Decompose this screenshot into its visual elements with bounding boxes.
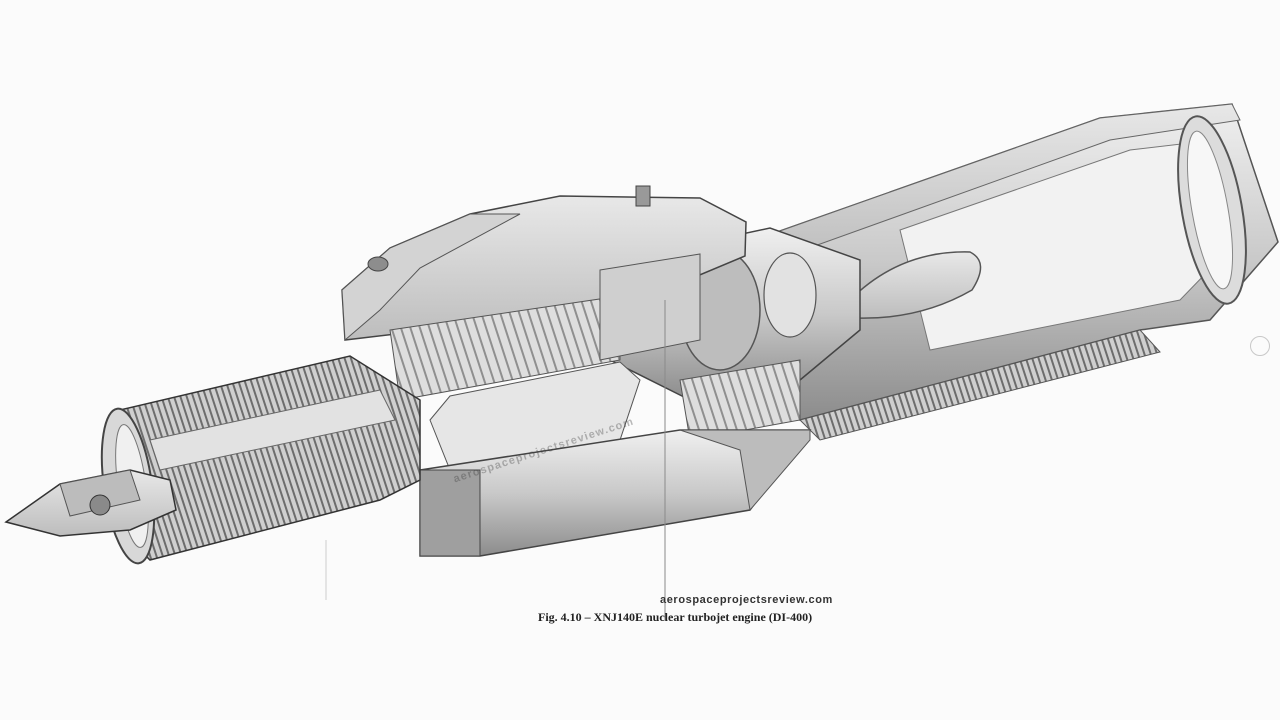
binder-hole-mark: [1250, 336, 1270, 356]
lower-shield-box: [419, 429, 812, 557]
inlet-nose-cone: [4, 469, 177, 537]
exhaust-nozzle: [759, 103, 1279, 441]
compressor-section: [100, 355, 421, 565]
reactor-shield-housing: [341, 185, 747, 471]
figure-caption: Fig. 4.10 – XNJ140E nuclear turbojet eng…: [538, 610, 813, 624]
turbine-section: [609, 227, 861, 441]
site-url-text: aerospaceprojectsreview.com: [660, 594, 833, 606]
